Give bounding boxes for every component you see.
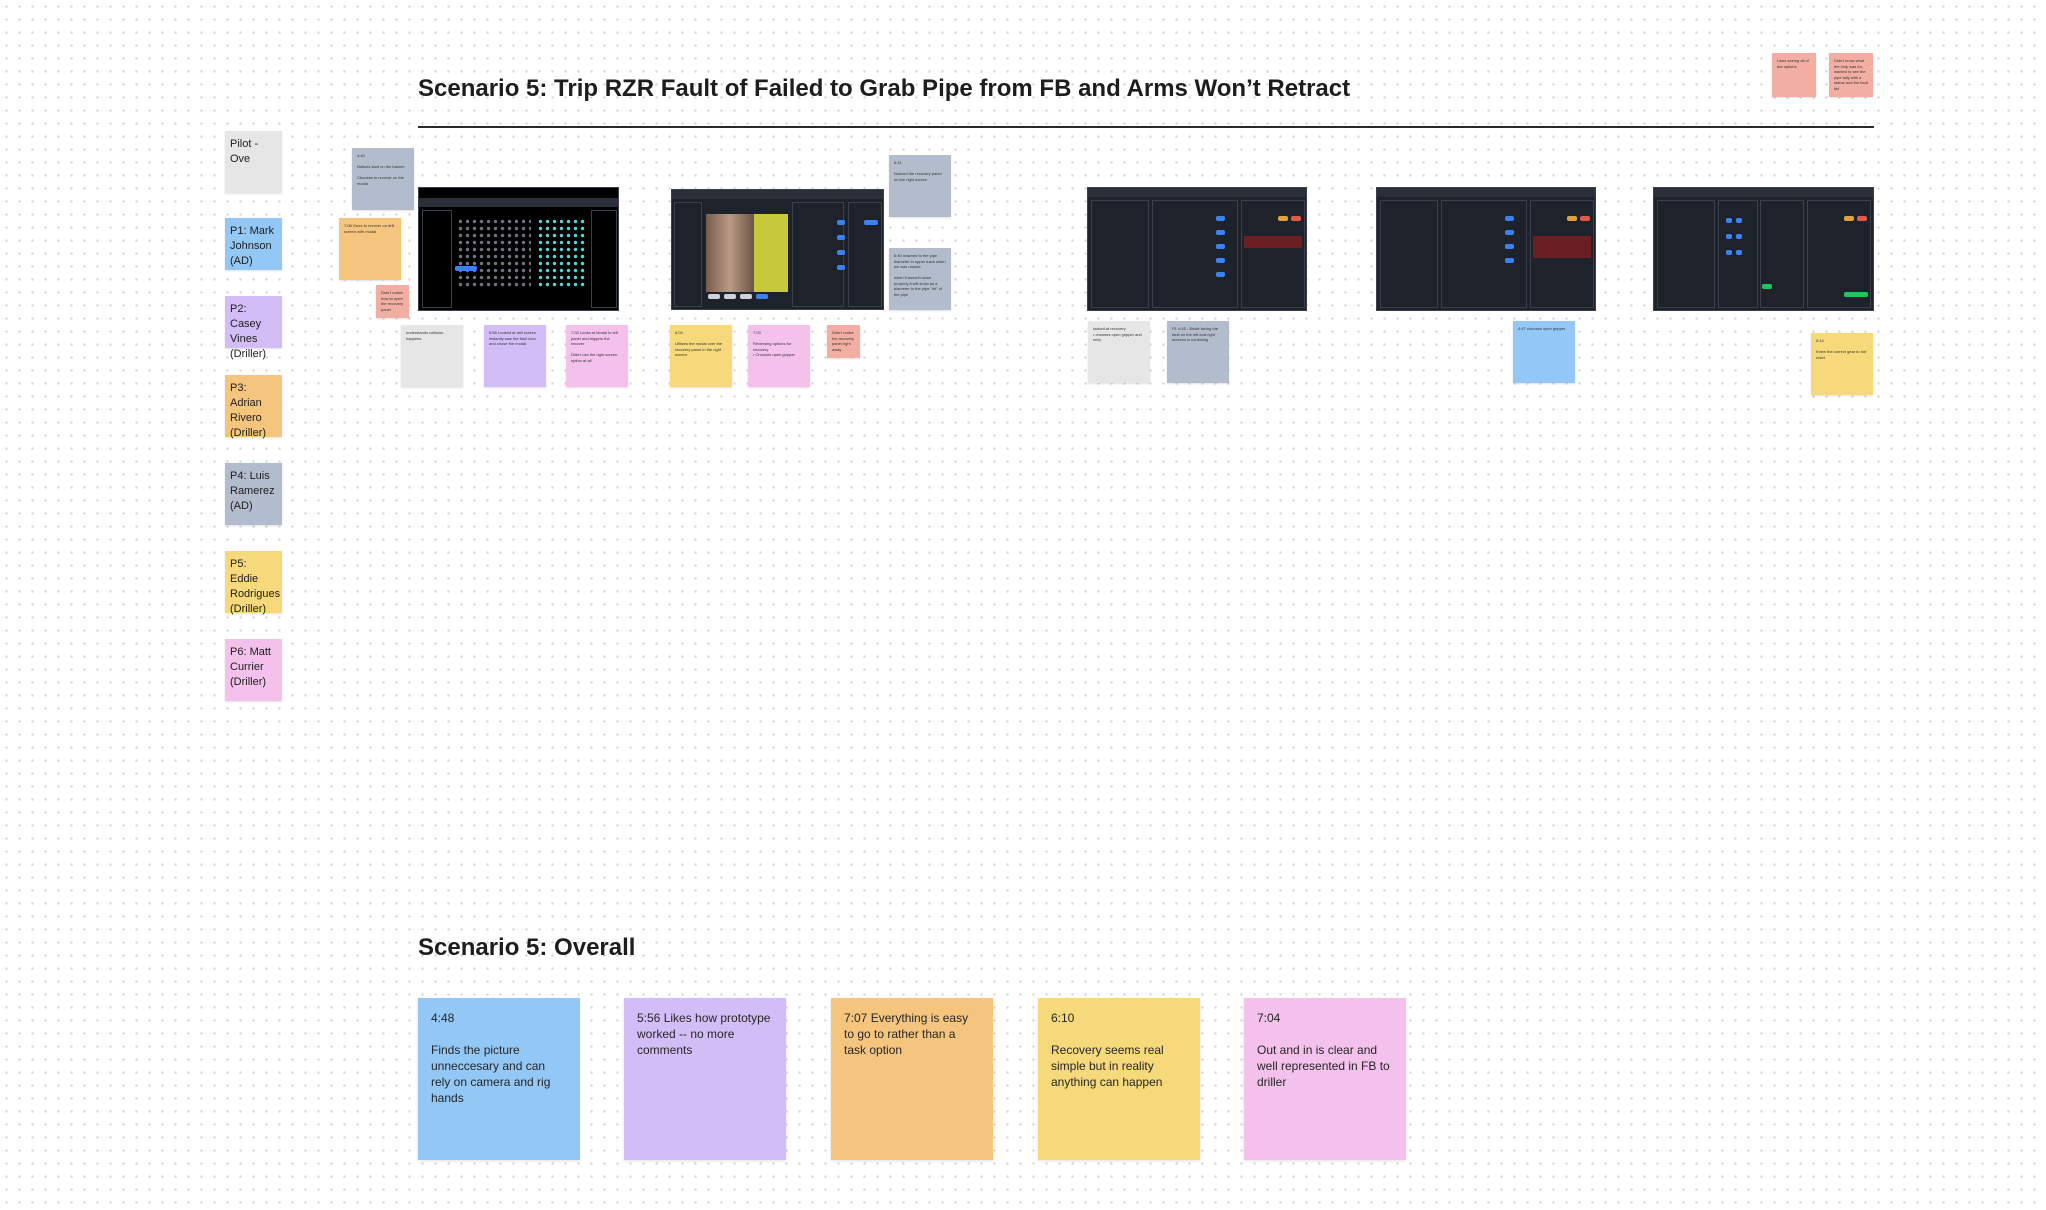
note-pilot-1[interactable]: understands collision happens [401,325,463,387]
note-p1-447[interactable]: 4:47 chooses open gripper [1513,321,1575,383]
legend-p2[interactable]: P2: Casey Vines (Driller) [225,296,282,360]
legend-pilot[interactable]: Pilot - Ove [225,131,282,193]
screenshot-recovery-panel-2[interactable] [1376,187,1596,311]
scenario-title: Scenario 5: Trip RZR Fault of Failed to … [418,75,1351,102]
note-p5-614[interactable]: 6:14 Knew the correct gear to hot reset [1811,333,1873,395]
screenshot-camera-recovery[interactable] [671,189,884,310]
note-p6-703[interactable]: 7:03 Reviewing options for recovery • Ch… [748,325,810,387]
legend-p4[interactable]: P4: Luis Ramerez (AD) [225,463,282,525]
note-p2-558[interactable]: 5:58 Looked at drill screen instantly sa… [484,325,546,387]
note-salmon-4[interactable]: Didn't know what the chip was for, wante… [1829,53,1873,97]
note-salmon-3[interactable]: Likes seeing all of the options [1772,53,1816,97]
overall-note-p2[interactable]: 5:56 Likes how prototype worked -- no mo… [624,998,786,1160]
fault-highlight [1244,236,1302,248]
note-p6-702[interactable]: 7:02 Looks at Modal to left panel and tr… [566,325,628,387]
overall-note-p1[interactable]: 4:48 Finds the picture unneccesary and c… [418,998,580,1160]
overall-note-p5[interactable]: 6:10 Recovery seems real simple but in r… [1038,998,1200,1160]
note-p5-604[interactable]: 6:04 Utilizes the modal over the recover… [670,325,732,387]
fault-highlight [1533,236,1591,258]
note-salmon-1[interactable]: Didn't notice how to open the recovery p… [376,285,409,318]
note-p4-640[interactable]: 6:40 reached to the pipe diameter in upp… [889,248,951,310]
gripper-image [754,214,788,292]
overall-note-p6[interactable]: 7:04 Out and in is clear and well repres… [1244,998,1406,1160]
overall-title: Scenario 5: Overall [418,934,636,961]
title-divider [418,126,1874,128]
legend-p6[interactable]: P6: Matt Currier (Driller) [225,639,282,701]
legend-p3[interactable]: P3: Adrian Rivero (Driller) [225,375,282,439]
note-p1-445[interactable]: P1 4:45 - Birdie facing the fault on the… [1167,321,1229,383]
note-p4-440[interactable]: 4:40 Notices fault on the banner Chooses… [352,148,414,210]
overall-note-p3[interactable]: 7:07 Everything is easy to go to rather … [831,998,993,1160]
legend-p1[interactable]: P1: Mark Johnson (AD) [225,218,282,270]
note-p4-641[interactable]: 6:41 Noticed the recovery panel on the r… [889,155,951,217]
camera-feed [706,214,754,292]
note-p3-708[interactable]: 7:08 Goes to recover on drill screen wit… [339,218,401,280]
screenshot-drill-grid[interactable] [418,187,619,311]
screenshot-recovery-panel-1[interactable] [1087,187,1307,311]
screenshot-recovery-panel-3[interactable] [1653,187,1874,311]
note-pilot-2[interactable]: looked at recovery • chooses open grippe… [1088,321,1150,383]
legend-p5[interactable]: P5: Eddie Rodrigues (Driller) [225,551,282,615]
note-salmon-2[interactable]: Didn't notice the recovery panel right a… [827,325,860,358]
